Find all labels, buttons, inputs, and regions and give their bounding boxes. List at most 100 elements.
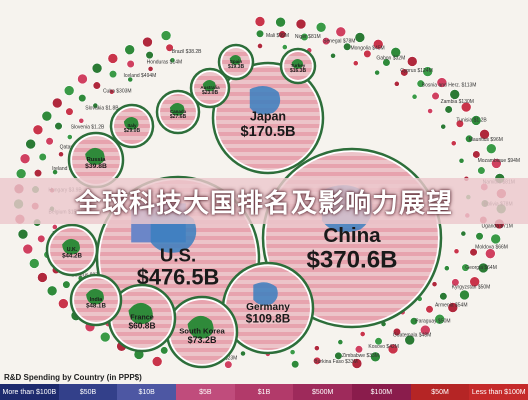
small-bubble bbox=[359, 331, 366, 337]
small-bubble bbox=[46, 285, 58, 297]
small-bubble bbox=[431, 91, 440, 101]
small-bubble bbox=[392, 327, 402, 337]
small-bubble bbox=[127, 76, 134, 83]
small-bubble bbox=[54, 121, 63, 131]
small-bubble bbox=[240, 350, 246, 357]
small-bubble-label: Mauritius $96M bbox=[469, 137, 503, 143]
small-bubble bbox=[434, 313, 446, 325]
small-bubble bbox=[313, 345, 320, 352]
small-bubble-label: Zambia $130M bbox=[441, 99, 474, 105]
small-bubble bbox=[449, 89, 461, 100]
title-banner: 全球科技大国排名及影响力展望 bbox=[0, 178, 528, 224]
small-bubble bbox=[126, 59, 135, 69]
small-bubble bbox=[372, 39, 384, 50]
small-bubble bbox=[32, 124, 44, 136]
small-bubble bbox=[420, 324, 431, 336]
small-bubble bbox=[469, 276, 480, 288]
country-bubble: U.K.$44.2B bbox=[45, 223, 99, 277]
small-bubble bbox=[160, 30, 172, 41]
small-bubble-label: Niger $81M bbox=[295, 34, 321, 40]
small-bubble bbox=[77, 73, 88, 85]
country-name: Spain bbox=[230, 59, 243, 64]
small-bubble bbox=[334, 351, 343, 360]
small-bubble-label: Kosovo $42M bbox=[368, 344, 399, 350]
small-bubble bbox=[312, 356, 322, 365]
small-bubble bbox=[406, 56, 418, 67]
legend-item: $5B bbox=[176, 384, 235, 400]
small-bubble bbox=[363, 49, 372, 58]
legend-item: $500M bbox=[293, 384, 353, 400]
country-bubble: Spain$19.3B bbox=[217, 43, 255, 81]
country-value: $109.8B bbox=[246, 312, 290, 325]
country-name: Germany bbox=[246, 302, 290, 313]
small-bubble bbox=[436, 77, 448, 88]
country-name: France bbox=[130, 312, 154, 321]
country-value: $60.8B bbox=[128, 320, 155, 330]
small-bubble bbox=[19, 153, 31, 165]
small-bubble bbox=[354, 32, 366, 43]
country-bubble: Japan$170.5B bbox=[211, 61, 325, 175]
small-bubble-label: Tunisia $1.2B bbox=[456, 117, 487, 123]
legend-item: $50B bbox=[58, 384, 118, 400]
small-bubble bbox=[28, 258, 40, 269]
country-value: $73.2B bbox=[188, 335, 217, 345]
small-bubble-label: Georgia $64M bbox=[465, 265, 497, 271]
small-bubble bbox=[460, 230, 467, 237]
small-bubble bbox=[322, 36, 331, 46]
small-bubble bbox=[65, 107, 74, 116]
small-bubble-label: Cyprus $124M bbox=[400, 68, 433, 74]
small-bubble bbox=[62, 280, 71, 289]
small-bubble-label: Brazil $38.2B bbox=[172, 49, 202, 55]
small-bubble bbox=[108, 70, 118, 79]
small-bubble bbox=[25, 138, 36, 150]
small-bubble bbox=[447, 302, 459, 313]
banner-title: 全球科技大国排名及影响力展望 bbox=[74, 188, 453, 219]
small-bubble bbox=[370, 351, 381, 363]
country-name: Australia bbox=[200, 85, 220, 90]
small-bubble bbox=[41, 110, 53, 122]
country-bubble: India$48.1B bbox=[69, 273, 123, 327]
small-bubble-label: Bosnia and Herz. $113M bbox=[422, 82, 477, 88]
small-bubble bbox=[92, 102, 99, 109]
small-bubble bbox=[393, 80, 400, 87]
small-bubble bbox=[427, 108, 434, 114]
small-bubble bbox=[343, 42, 352, 51]
small-bubble bbox=[37, 272, 48, 283]
small-bubble bbox=[291, 360, 300, 369]
small-bubble bbox=[440, 123, 447, 130]
country-name: U.K. bbox=[67, 247, 78, 253]
small-bubble bbox=[124, 44, 135, 56]
small-bubble-label: Ireland $3.9B bbox=[52, 166, 82, 172]
small-bubble bbox=[485, 248, 496, 259]
small-bubble bbox=[37, 234, 46, 243]
small-bubble bbox=[278, 30, 287, 39]
small-bubble bbox=[443, 265, 450, 272]
small-bubble bbox=[58, 298, 69, 309]
small-bubble bbox=[255, 29, 265, 38]
small-bubble bbox=[479, 128, 490, 140]
small-bubble bbox=[147, 66, 154, 72]
small-bubble-label: Zimbabwe $33M bbox=[342, 353, 379, 359]
small-bubble-label: Kyrgyzstan $50M bbox=[452, 285, 491, 291]
small-bubble bbox=[108, 88, 115, 95]
legend-item: $10B bbox=[117, 384, 177, 400]
small-bubble bbox=[66, 134, 73, 140]
small-bubble bbox=[382, 58, 391, 67]
small-bubble bbox=[458, 157, 465, 164]
country-bubble: France$60.8B bbox=[107, 283, 177, 353]
country-bubble: Germany$109.8B bbox=[221, 261, 315, 355]
small-bubble-label: Slovakia $1.8B bbox=[85, 106, 119, 112]
small-bubble bbox=[411, 93, 418, 100]
small-bubble bbox=[33, 169, 43, 178]
small-bubble bbox=[52, 169, 58, 175]
small-bubble bbox=[51, 224, 58, 230]
small-bubble-label: Mozambique $94M bbox=[478, 158, 521, 164]
small-bubble bbox=[169, 57, 176, 64]
small-bubble bbox=[465, 134, 474, 143]
small-bubble bbox=[22, 243, 34, 255]
small-bubble bbox=[51, 97, 63, 109]
country-name: U.S. bbox=[160, 245, 196, 266]
small-bubble bbox=[416, 79, 425, 88]
legend: More than $100B$50B$10B$5B$1B$500M$100M$… bbox=[0, 384, 528, 400]
small-bubble bbox=[374, 337, 383, 346]
